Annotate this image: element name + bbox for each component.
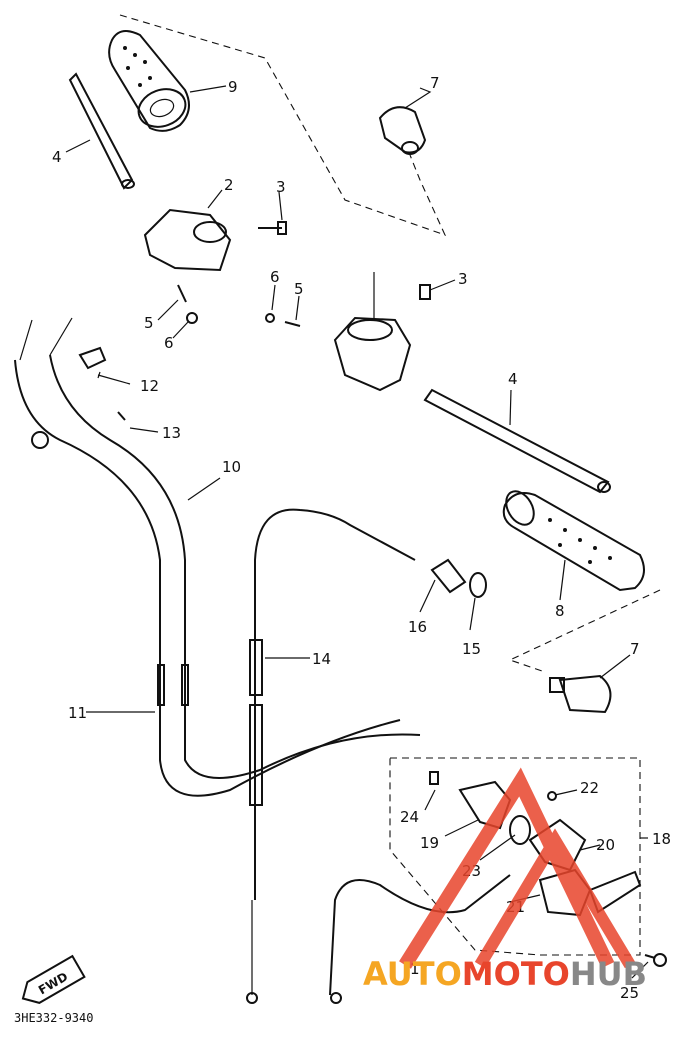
callout-17: 17 bbox=[410, 960, 429, 978]
dashed-assembly-line-right bbox=[508, 589, 661, 673]
diagram-code: 3HE332-9340 bbox=[14, 1011, 93, 1025]
callout-12: 12 bbox=[140, 377, 159, 395]
dashed-assembly-line-top bbox=[119, 14, 447, 236]
callout-22: 22 bbox=[580, 779, 599, 797]
callout-14: 14 bbox=[312, 650, 331, 668]
clutch-switch-cable bbox=[329, 874, 511, 1004]
callout-9: 9 bbox=[228, 78, 238, 96]
callout-4-left: 4 bbox=[52, 148, 62, 166]
watermark-hub: HUB bbox=[570, 955, 647, 993]
callout-8: 8 bbox=[555, 602, 565, 620]
callout-24: 24 bbox=[400, 808, 419, 826]
right-handlebar bbox=[423, 388, 611, 494]
callout-3-left: 3 bbox=[276, 178, 286, 196]
callout-7-bottom: 7 bbox=[630, 640, 640, 658]
callout-15: 15 bbox=[462, 640, 481, 658]
callout-5-right: 5 bbox=[294, 280, 304, 298]
callout-10: 10 bbox=[222, 458, 241, 476]
callout-18: 18 bbox=[652, 830, 671, 848]
throttle-housing bbox=[265, 284, 431, 392]
callout-25: 25 bbox=[620, 984, 639, 1002]
clutch-assembly-box bbox=[389, 757, 641, 956]
leader-lines bbox=[65, 85, 649, 979]
callout-5-left: 5 bbox=[144, 314, 154, 332]
callout-3-right: 3 bbox=[458, 270, 468, 288]
bar-end-weight-top bbox=[378, 106, 427, 155]
cable-adjuster bbox=[430, 558, 487, 598]
callout-2: 2 bbox=[224, 176, 234, 194]
choke-cable bbox=[246, 508, 416, 1004]
right-grip bbox=[502, 490, 645, 592]
throttle-cables bbox=[14, 317, 421, 797]
callout-4-right: 4 bbox=[508, 370, 518, 388]
fwd-arrow: FWD bbox=[21, 954, 86, 1004]
callout-11: 11 bbox=[68, 704, 87, 722]
callout-6-left: 6 bbox=[164, 334, 174, 352]
left-holder bbox=[143, 208, 287, 272]
callout-6-right: 6 bbox=[270, 268, 280, 286]
callout-7-top: 7 bbox=[430, 74, 440, 92]
callout-numbers: 9 7 4 2 3 5 6 6 5 3 4 12 13 10 16 15 8 7… bbox=[52, 74, 671, 1002]
cable-guide bbox=[78, 346, 126, 421]
watermark-logo bbox=[399, 767, 636, 969]
watermark-moto: MOTO bbox=[462, 955, 570, 993]
watermark-text: AUTOMOTOHUB bbox=[363, 955, 647, 993]
left-grip bbox=[108, 30, 190, 132]
callout-16: 16 bbox=[408, 618, 427, 636]
watermark: AUTOMOTOHUB bbox=[363, 767, 647, 993]
callout-19: 19 bbox=[420, 834, 439, 852]
left-holder-screw-and-washer bbox=[177, 284, 198, 324]
bar-end-weight-bottom bbox=[549, 674, 612, 714]
watermark-auto: AUTO bbox=[363, 955, 462, 993]
callout-13: 13 bbox=[162, 424, 181, 442]
callout-20: 20 bbox=[596, 836, 615, 854]
left-handlebar bbox=[68, 72, 135, 190]
